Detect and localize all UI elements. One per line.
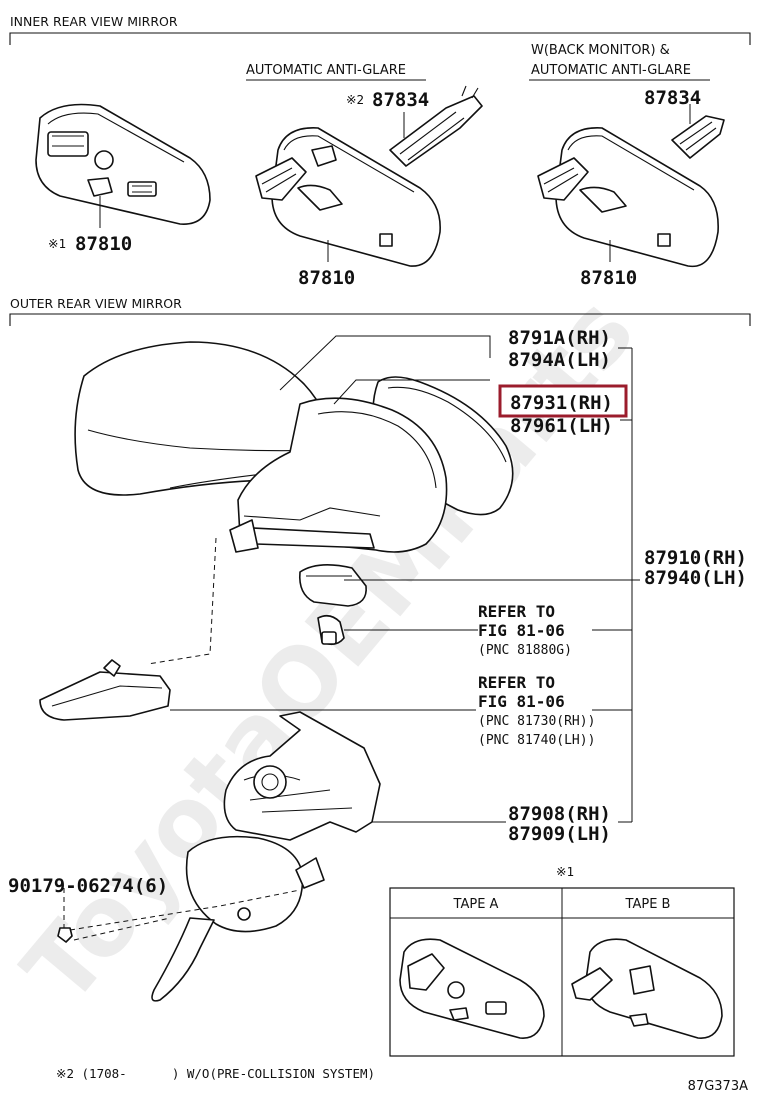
dashed-leader-screw-b (73, 917, 171, 941)
dashed-leader-lamp (147, 537, 217, 665)
outer-mirror-cover[interactable] (74, 341, 332, 496)
refer-text-a2[interactable]: FIG 81-06 (478, 621, 565, 640)
subhead-back-monitor-line1: W(BACK MONITOR) & (531, 43, 670, 58)
outer-mount-cover[interactable] (151, 835, 325, 1002)
inset-tape-b-label: TAPE B (625, 897, 671, 912)
part-number-8794A[interactable]: 8794A(LH) (508, 349, 611, 371)
refer-pnc-b2: (PNC 81740(LH)) (478, 733, 595, 748)
section-divider-inner (9, 32, 751, 45)
highlight-box (498, 384, 628, 418)
inset-mirror-tape-b[interactable] (571, 938, 723, 1039)
inset-tape-a-label: TAPE A (453, 897, 499, 912)
part-number-87810-a[interactable]: 87810 (75, 233, 132, 255)
subhead-auto-antiglare: AUTOMATIC ANTI-GLARE (246, 63, 406, 78)
leader-cover-b (333, 379, 490, 405)
part-number-87834-b[interactable]: 87834 (644, 87, 701, 109)
part-number-8791A[interactable]: 8791A(RH) (508, 327, 611, 349)
subhead-back-monitor-line2: AUTOMATIC ANTI-GLARE (531, 63, 691, 78)
inner-mirror-antiglare[interactable] (255, 127, 441, 267)
refer-pnc-a: (PNC 81880G) (478, 643, 572, 658)
part-number-87810-c[interactable]: 87810 (580, 267, 637, 289)
mark-note1: ※1 (48, 236, 66, 251)
leader-cover (279, 335, 491, 391)
part-number-87910[interactable]: 87910(RH) (644, 547, 747, 569)
refer-text-b2[interactable]: FIG 81-06 (478, 692, 565, 711)
footnote: ※2 (1708- ) W/O(PRE-COLLISION SYSTEM) (56, 1066, 375, 1081)
sensor-cover-87834-b[interactable] (671, 115, 725, 159)
mark-note2: ※2 (346, 92, 364, 107)
inner-mirror-back-monitor[interactable] (537, 127, 719, 268)
inner-mirror-basic[interactable] (35, 103, 211, 225)
figure-code: 87G373A (688, 1079, 748, 1094)
outer-side-lamp[interactable] (298, 564, 367, 607)
part-number-87810-b[interactable]: 87810 (298, 267, 355, 289)
section-title-outer: OUTER REAR VIEW MIRROR (10, 296, 182, 311)
outer-turn-signal-lamp[interactable] (39, 659, 171, 721)
inset-mark: ※1 (556, 864, 574, 879)
sensor-cover-87834-a[interactable] (389, 85, 483, 167)
section-divider-outer (9, 313, 751, 326)
outer-mirror-base[interactable] (223, 711, 381, 841)
outer-mirror-housing[interactable] (229, 397, 448, 553)
part-number-87908[interactable]: 87908(RH) (508, 803, 611, 825)
inset-mirror-tape-a[interactable] (399, 938, 545, 1039)
section-title-inner: INNER REAR VIEW MIRROR (10, 14, 178, 29)
part-number-87940[interactable]: 87940(LH) (644, 567, 747, 589)
refer-pnc-b1: (PNC 81730(RH)) (478, 714, 595, 729)
part-number-87931-highlight[interactable]: 87931(RH) (510, 392, 613, 414)
part-number-87909[interactable]: 87909(LH) (508, 823, 611, 845)
refer-text-a1: REFER TO (478, 602, 555, 621)
part-number-87834-a[interactable]: 87834 (372, 89, 429, 111)
part-number-87961[interactable]: 87961(LH) (510, 415, 613, 437)
outer-bulb[interactable] (317, 614, 345, 646)
refer-text-b1: REFER TO (478, 673, 555, 692)
part-number-90179[interactable]: 90179-06274(6) (8, 875, 168, 897)
screw-90179[interactable] (57, 927, 73, 943)
